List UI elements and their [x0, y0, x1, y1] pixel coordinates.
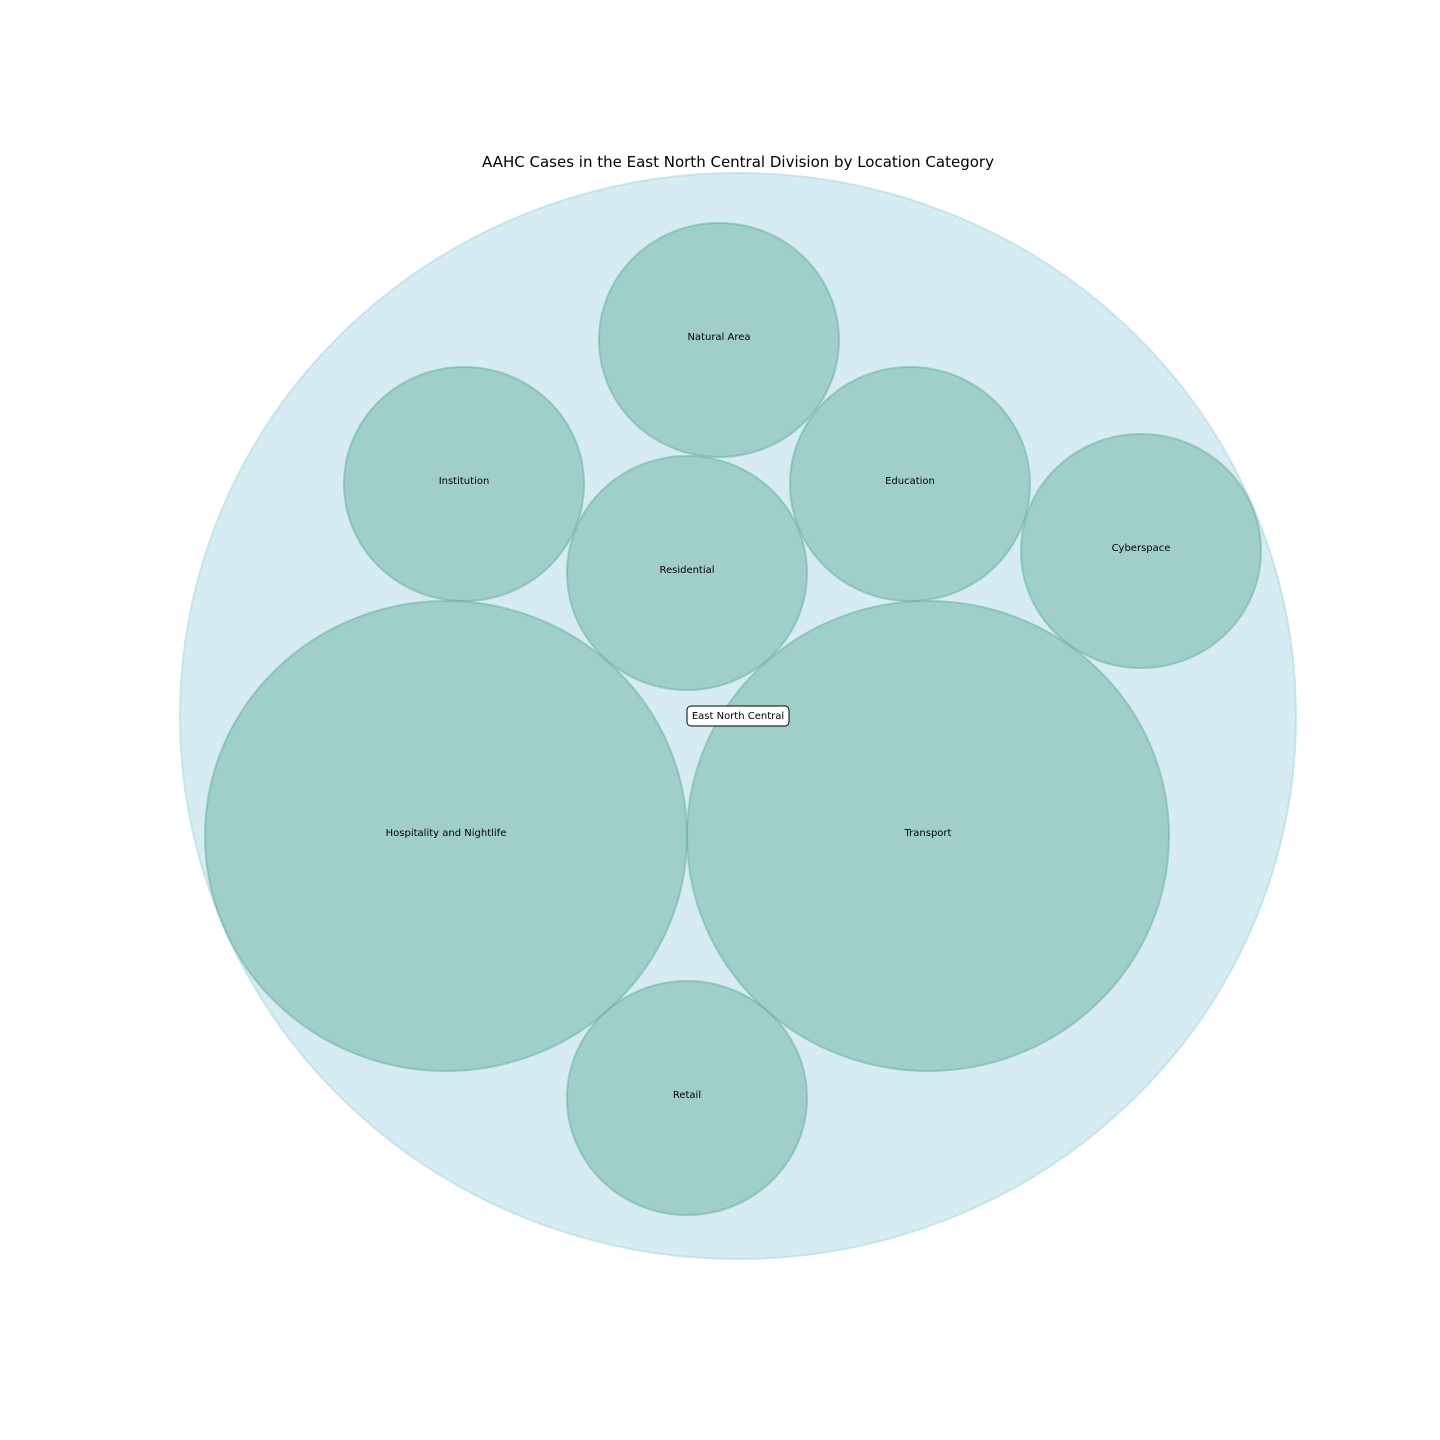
bubble-natural-area — [598, 222, 840, 458]
bubble-transport — [686, 600, 1170, 1072]
bubble-label-transport: Transport — [904, 828, 952, 839]
bubble-label-natural-area: Natural Area — [687, 332, 750, 343]
bubble-label-cyberspace: Cyberspace — [1112, 543, 1171, 554]
bubble-label-institution: Institution — [439, 476, 490, 487]
bubble-label-residential: Residential — [659, 565, 714, 576]
bubble-cyberspace — [1020, 433, 1262, 669]
parent-label-box: East North Central — [686, 705, 790, 727]
bubble-retail — [566, 980, 808, 1216]
parent-label: East North Central — [692, 711, 784, 722]
chart-title: AAHC Cases in the East North Central Div… — [482, 153, 994, 171]
bubble-label-hospitality-and-nightlife: Hospitality and Nightlife — [386, 828, 507, 839]
bubble-label-retail: Retail — [673, 1090, 701, 1101]
bubble-label-education: Education — [885, 476, 935, 487]
bubble-residential — [566, 455, 808, 691]
